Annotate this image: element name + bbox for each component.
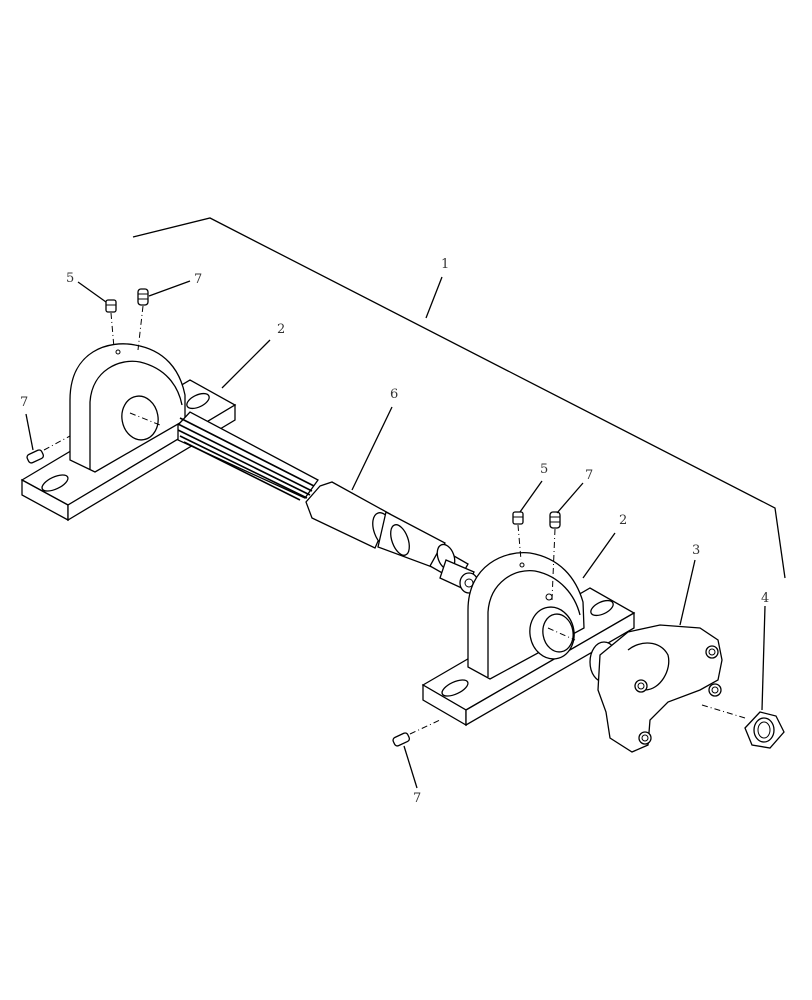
callout-2-left: 2 xyxy=(277,322,285,337)
nut-center-line xyxy=(701,704,746,719)
callout-2-right: 2 xyxy=(619,513,627,528)
callout-3: 3 xyxy=(692,543,700,558)
leader-6 xyxy=(351,406,393,491)
plug-left-side xyxy=(25,413,71,464)
plug-right-bottom xyxy=(392,719,441,789)
splined-shaft xyxy=(177,411,479,594)
leader-2-right xyxy=(582,532,616,579)
nut xyxy=(744,605,785,749)
pillow-block-bearing-right xyxy=(421,551,636,727)
callout-7-left-top: 7 xyxy=(194,272,202,287)
callout-6: 6 xyxy=(390,387,398,402)
grease-fitting-left xyxy=(77,281,117,349)
callout-labels: 1 2 2 3 4 5 5 6 7 7 7 7 xyxy=(20,257,769,806)
callout-4: 4 xyxy=(761,591,769,606)
callout-5-left: 5 xyxy=(66,271,74,286)
plug-left-top xyxy=(137,280,191,351)
callout-7-right-bottom: 7 xyxy=(413,791,421,806)
callout-7-left-side: 7 xyxy=(20,395,28,410)
grease-fitting-right xyxy=(512,480,543,561)
assembly-bracket-line xyxy=(132,217,786,579)
callout-1: 1 xyxy=(441,257,449,272)
callout-5-right: 5 xyxy=(540,462,548,477)
shaft-splines xyxy=(177,417,315,501)
leader-2-left xyxy=(221,339,271,389)
plug-right-top xyxy=(549,482,584,601)
yoke xyxy=(589,559,723,753)
callout-7-right-top: 7 xyxy=(585,468,593,483)
